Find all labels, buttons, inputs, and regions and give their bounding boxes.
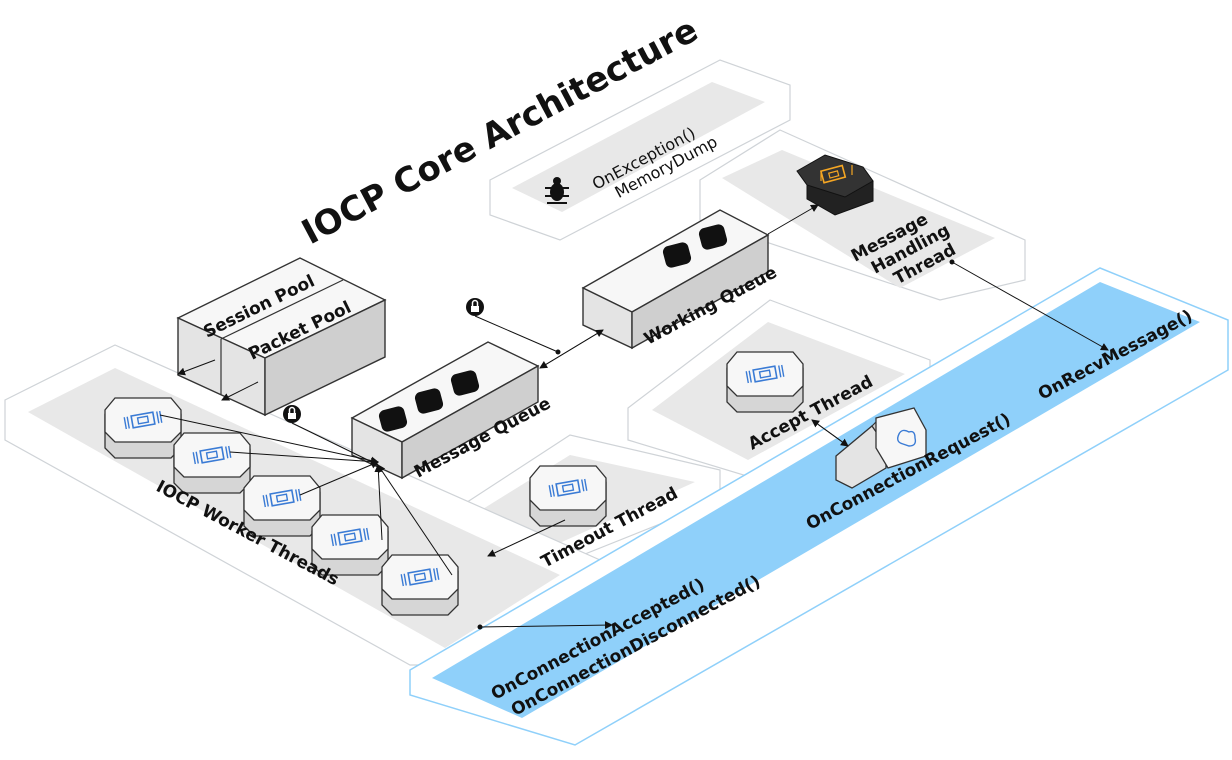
bug-icon bbox=[545, 177, 569, 204]
pool-block bbox=[176, 257, 387, 417]
worker-thread-chip bbox=[174, 433, 250, 493]
accept-thread-chip bbox=[727, 352, 803, 412]
cloud-icon bbox=[875, 407, 927, 469]
working-queue-box bbox=[581, 209, 770, 350]
lock-icon bbox=[282, 404, 302, 424]
timeout-thread-chip bbox=[530, 466, 606, 526]
lock-icon bbox=[465, 297, 485, 317]
worker-thread-chip bbox=[105, 398, 181, 458]
connectors bbox=[159, 204, 1109, 630]
cpu-chip-icon bbox=[796, 154, 874, 216]
worker-thread-chip bbox=[382, 555, 458, 615]
message-thread-pane bbox=[699, 129, 1026, 301]
callback-band bbox=[409, 267, 1229, 746]
message-queue-box bbox=[350, 341, 540, 480]
